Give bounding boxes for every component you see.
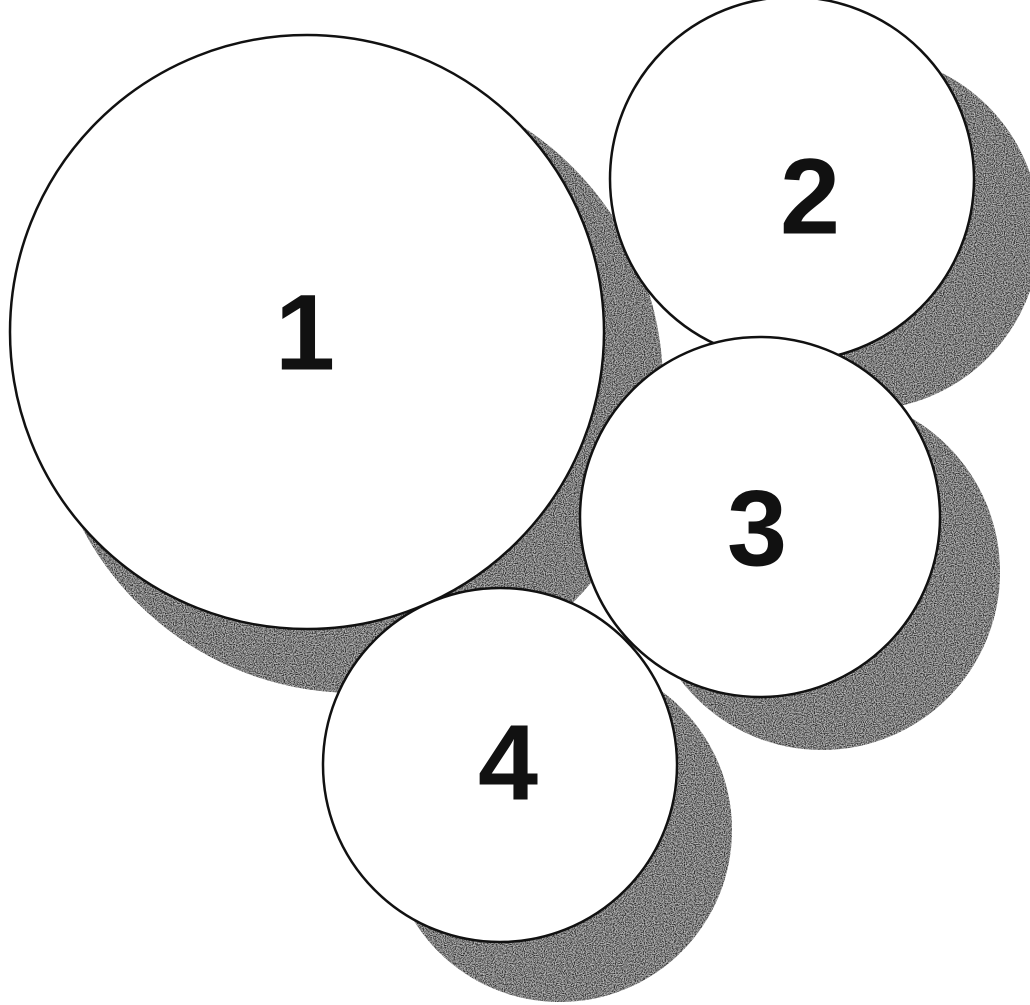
disc-1: 1 [10,35,663,693]
disc-1-label: 1 [275,272,335,393]
disc-4-label: 4 [478,702,538,823]
disc-2-label: 2 [780,136,840,257]
disc-3-label: 3 [727,468,787,589]
